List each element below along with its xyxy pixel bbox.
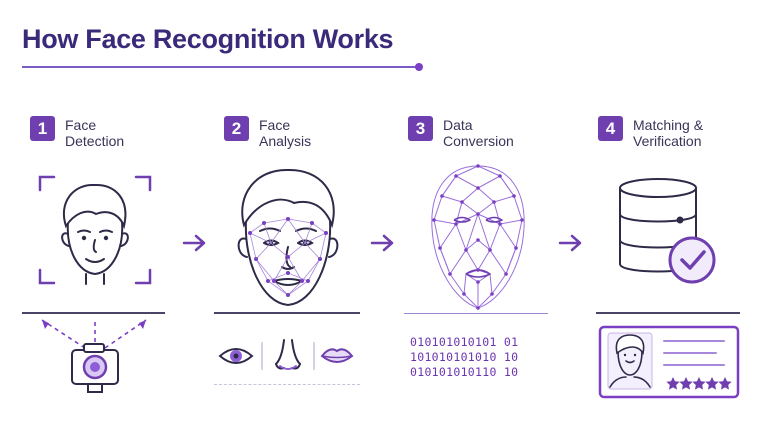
database-illustration [619,178,716,284]
binary-data-block: 010101010101 01 101010101010 10 01010101… [410,335,518,380]
title-underline [22,66,418,68]
step-3-divider [404,313,548,314]
step-3-number: 3 [408,116,433,141]
step-3-header: 3 Data Conversion [408,116,514,149]
title-underline-dot [415,63,423,71]
face-outline [61,183,129,285]
step-2-header: 2 Face Analysis [224,116,311,149]
face-detection-illustration [38,175,152,393]
camera-icon [71,343,119,393]
camera-sight-lines [41,319,147,349]
wireframe-face-illustration [431,164,525,310]
step-1-divider [22,312,165,314]
step-4-header: 4 Matching & Verification [598,116,703,149]
eye-icon [218,348,254,364]
arrow-right-icon [182,234,206,252]
step-1-number: 1 [30,116,55,141]
nose-icon [274,339,302,370]
step-3-label: Data Conversion [443,117,514,149]
step-1-label: Face Detection [65,117,125,149]
step-4-number: 4 [598,116,623,141]
rating-stars [666,377,732,390]
lips-icon [320,348,354,363]
step-2-label: Face Analysis [259,117,312,149]
step-2-number: 2 [224,116,249,141]
features-dashed-line [214,384,360,385]
step-1-header: 1 Face Detection [30,116,124,149]
facial-features-row [218,339,354,370]
card-text-lines [663,340,725,366]
step-4-divider [596,312,740,314]
step-2-divider [214,312,360,314]
binary-line: 010101010110 10 [410,365,519,379]
id-card-icon [598,325,740,399]
face-analysis-illustration [237,168,339,307]
arrow-right-icon [558,234,582,252]
binary-line: 101010101010 10 [410,350,519,364]
arrow-right-icon [370,234,394,252]
checkmark-icon [668,236,716,284]
step-4-label: Matching & Verification [633,117,704,149]
detection-frame-corners [38,175,152,285]
avatar [609,334,651,388]
page-title: How Face Recognition Works [22,24,394,54]
binary-line: 010101010101 01 [410,335,519,349]
